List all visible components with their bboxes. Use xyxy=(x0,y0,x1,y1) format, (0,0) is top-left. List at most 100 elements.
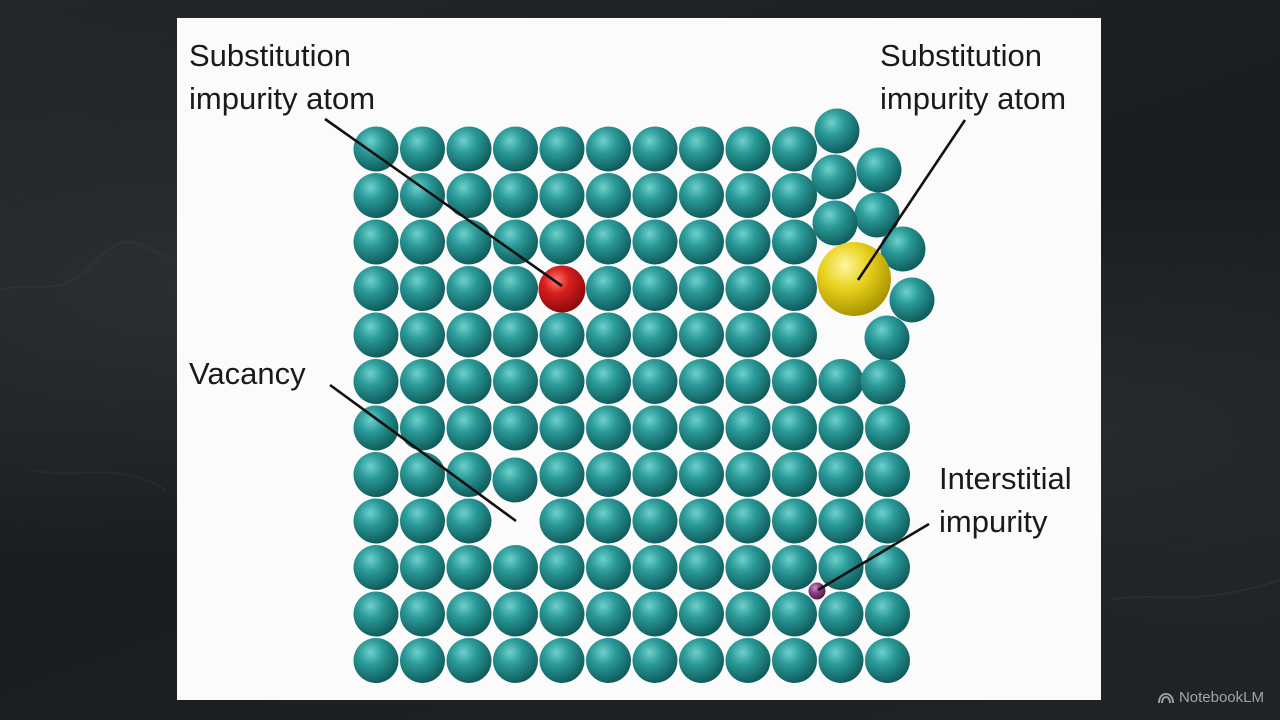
host-atom xyxy=(493,638,538,683)
watermark-text: NotebookLM xyxy=(1178,689,1264,706)
leader-line-red-impurity xyxy=(324,117,563,288)
host-atom xyxy=(818,405,864,451)
host-atom xyxy=(493,312,538,358)
host-atom xyxy=(400,126,445,172)
host-atom xyxy=(353,545,399,590)
host-atom xyxy=(400,266,445,311)
host-atom-distorted xyxy=(880,226,926,272)
host-atom xyxy=(772,219,817,265)
leader-line-vacancy xyxy=(329,383,517,523)
host-atom xyxy=(772,312,817,358)
host-atom xyxy=(539,405,585,451)
host-atom xyxy=(493,219,538,265)
host-atom xyxy=(539,638,585,683)
host-atom-distorted xyxy=(814,108,860,154)
host-atom xyxy=(679,405,724,451)
host-atom xyxy=(493,591,538,637)
host-atom xyxy=(353,591,399,637)
host-atom xyxy=(353,312,399,358)
host-atom xyxy=(586,219,631,265)
host-atom xyxy=(400,173,445,218)
host-atom xyxy=(586,638,631,683)
host-atom xyxy=(539,312,585,358)
host-atom xyxy=(865,638,910,683)
leader-line-yellow-impurity xyxy=(856,119,967,281)
host-atom xyxy=(679,219,724,265)
label-vacancy: Vacancy xyxy=(189,352,306,395)
label-line-2: impurity atom xyxy=(880,81,1067,116)
host-atoms-group xyxy=(353,108,935,683)
label-line-1: Vacancy xyxy=(189,356,306,391)
host-atom xyxy=(586,405,631,451)
host-atom xyxy=(772,545,817,590)
host-atom xyxy=(446,219,492,265)
host-atom xyxy=(493,405,538,451)
host-atom xyxy=(539,219,585,265)
host-atom xyxy=(586,545,631,590)
host-atom xyxy=(725,638,771,683)
host-atom xyxy=(818,545,864,590)
host-atom xyxy=(353,173,399,218)
host-atom xyxy=(400,638,445,683)
host-atom xyxy=(353,219,399,265)
host-atom xyxy=(586,126,631,172)
host-atom-distorted xyxy=(860,359,906,405)
host-atom xyxy=(586,498,631,544)
host-atom xyxy=(586,173,631,218)
host-atom xyxy=(400,545,445,590)
host-atom-distorted xyxy=(811,154,857,200)
host-atom xyxy=(725,498,771,544)
host-atom xyxy=(400,312,445,358)
host-atom xyxy=(632,638,678,683)
red-substitution-impurity-atom xyxy=(538,265,586,313)
host-atom xyxy=(818,452,864,497)
host-atom xyxy=(493,266,538,311)
host-atom xyxy=(400,359,445,404)
host-atom xyxy=(679,126,724,172)
host-atom xyxy=(400,405,445,451)
host-atom xyxy=(586,266,631,311)
host-atom xyxy=(446,591,492,637)
label-line-2: impurity atom xyxy=(189,81,376,116)
host-atom xyxy=(679,638,724,683)
host-atom xyxy=(725,545,771,590)
host-atom xyxy=(632,452,678,497)
host-atom xyxy=(818,498,864,544)
host-atom xyxy=(725,173,771,218)
host-atom-shifted xyxy=(492,457,538,503)
host-atom xyxy=(772,173,817,218)
host-atom xyxy=(400,452,445,497)
host-atom xyxy=(632,405,678,451)
host-atom xyxy=(539,545,585,590)
host-atom xyxy=(446,405,492,451)
host-atom xyxy=(725,452,771,497)
host-atom xyxy=(632,173,678,218)
host-atom xyxy=(632,591,678,637)
host-atom xyxy=(679,452,724,497)
host-atom xyxy=(679,498,724,544)
host-atom-distorted xyxy=(864,315,910,361)
notebooklm-watermark: NotebookLM xyxy=(1158,689,1264,706)
host-atom xyxy=(632,219,678,265)
label-line-2: impurity xyxy=(939,504,1048,539)
host-atom xyxy=(679,173,724,218)
host-atom xyxy=(400,498,445,544)
host-atom xyxy=(865,498,910,544)
host-atom xyxy=(493,359,538,404)
host-atom xyxy=(818,591,864,637)
host-atom xyxy=(586,452,631,497)
host-atom xyxy=(586,591,631,637)
host-atom xyxy=(772,591,817,637)
notebooklm-logo-icon xyxy=(1158,692,1174,703)
host-atom-distorted xyxy=(854,192,900,238)
host-atom xyxy=(632,266,678,311)
host-atom xyxy=(679,359,724,404)
label-line-1: Substitution xyxy=(189,38,351,73)
label-substitution-impurity-left: Substitution impurity atom xyxy=(189,34,375,120)
host-atom xyxy=(818,359,864,404)
host-atom xyxy=(772,638,817,683)
host-atom xyxy=(772,359,817,404)
host-atom xyxy=(539,452,585,497)
yellow-substitution-impurity-atom xyxy=(817,242,891,316)
